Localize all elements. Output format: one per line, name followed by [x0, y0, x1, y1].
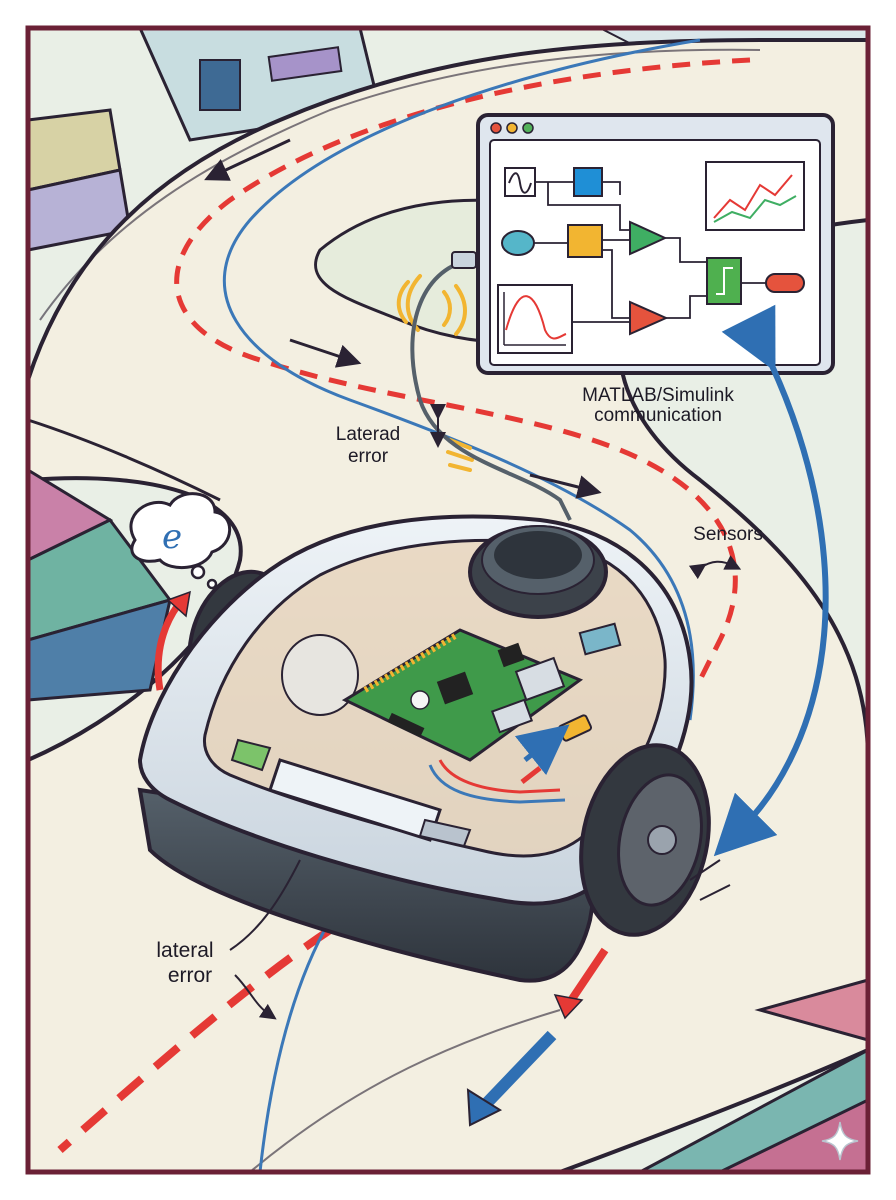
- input-oval: [501, 230, 535, 256]
- track-line-path: [222, 38, 701, 721]
- direction-arrow-1: [204, 138, 291, 181]
- planned-path-dashed: [174, 57, 751, 682]
- thought-bubble-icon: e: [129, 492, 232, 590]
- response-plot: [497, 284, 573, 354]
- caster-wheel: [281, 634, 359, 716]
- track-line-path-lower: [258, 919, 332, 1173]
- motion-lines: [689, 859, 731, 901]
- lateral-label-line1: lateral: [156, 939, 213, 962]
- gain-triangle-icon: [629, 220, 668, 256]
- usb-cable-icon: [410, 258, 572, 521]
- switch-block-icon: [706, 257, 742, 305]
- motion-arrow-blue: [480, 1030, 557, 1110]
- lateral-label-line2: error: [168, 964, 212, 987]
- sensor-dome: [468, 525, 608, 619]
- robot-car: [137, 514, 711, 983]
- window-dots-icon: [490, 122, 534, 134]
- laterad-label-line1: Laterad: [336, 424, 400, 445]
- direction-arrow-3: [529, 473, 602, 499]
- laterad-label-line2: error: [348, 446, 389, 467]
- block-wires: [534, 181, 766, 323]
- sensor-module: [578, 622, 622, 656]
- scope-plot-icon: [705, 161, 805, 231]
- sine-source-icon: [504, 167, 536, 197]
- output-terminal: [765, 273, 805, 293]
- thought-symbol: e: [162, 517, 182, 557]
- front-led-green: [230, 738, 272, 772]
- matlab-label-line2: communication: [594, 405, 722, 426]
- rotation-arrow: [154, 602, 181, 691]
- motion-arrow-red: [564, 947, 609, 1008]
- bottom-right-shapes: [639, 978, 870, 1174]
- matlab-label-line1: MATLAB/Simulink: [582, 385, 734, 406]
- direction-arrow-2: [289, 338, 362, 368]
- simulink-window: [476, 113, 835, 375]
- wheel-icon-right: [579, 743, 711, 937]
- sensors-label: Sensors: [693, 524, 763, 545]
- planned-path-dashed-lower: [57, 926, 333, 1154]
- blue-block: [573, 167, 603, 197]
- communication-arrow: [713, 304, 829, 857]
- illustration-frame: [25, 25, 871, 1175]
- yellow-block: [567, 224, 603, 258]
- sparkle-icon: [821, 1121, 859, 1161]
- raspberry-pi-board: [341, 628, 584, 762]
- front-led-slot: [418, 818, 472, 848]
